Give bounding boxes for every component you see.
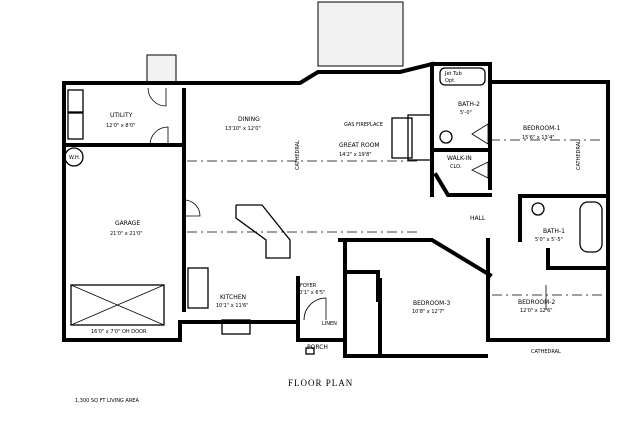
room-labels: UTILITY 12'0" x 8'0" DINING 13'10" x 12'… [69,71,582,355]
jet-tub-sub: Opt. [445,78,456,84]
chimney [317,1,404,67]
utility-label: UTILITY [110,112,133,119]
door-swings [147,87,489,321]
bath1-size: 5'0" x 5'-5" [535,237,563,243]
dining-size: 13'10" x 12'0" [225,126,261,132]
bath2-label: BATH-2 [458,101,480,108]
garage-door-label: 16'0" x 7'0" OH DOOR [91,329,147,335]
utility-size: 12'0" x 8'0" [106,123,135,129]
hall-label: HALL [470,215,486,222]
great-room-label: GREAT ROOM [339,142,380,149]
kitchen-size: 10'1" x 11'6" [216,303,249,309]
garage-label: GARAGE [115,220,140,227]
linen-label: LINEN [322,321,337,327]
bedroom2-label: BEDROOM-2 [518,299,555,306]
bedroom2-size: 12'0" x 12'6" [520,308,553,314]
bath2-size: 5'-0" [460,110,472,116]
plan-title: FLOOR PLAN [288,378,353,388]
fireplace-label: GAS FIREPLACE [344,122,383,128]
water-heater-label: W.H. [69,155,81,161]
bedroom1-label: BEDROOM-1 [523,125,560,132]
kitchen-label: KITCHEN [220,294,246,301]
bedroom1-size: 15'6" x 13'4" [522,135,555,141]
interior-walls [62,62,610,358]
utility-stoop [146,54,177,84]
ceiling-lines [187,139,605,310]
area-note: 1,300 SQ FT LIVING AREA [75,398,139,404]
bedroom3-label: BEDROOM-3 [413,300,450,307]
porch-label: PORCH [307,344,328,351]
jet-tub-label: Jet Tub [444,71,462,77]
walkin-label: WALK-IN [447,155,472,162]
garage-size: 21'0" x 21'0" [110,231,143,237]
bedroom2-ceiling: CATHEDRAL [531,349,561,355]
fixtures [64,67,603,355]
foyer-label: FOYER [300,283,317,289]
dining-ceiling: CATHEDRAL [295,140,301,170]
foyer-size: 10'1" x 6'5" [296,290,325,296]
bath1-label: BATH-1 [543,228,565,235]
dining-label: DINING [238,116,260,123]
walkin-sub: CLO. [450,164,462,170]
bedroom1-ceiling: CATHEDRAL [576,140,582,170]
great-room-size: 14'2" x 19'8" [339,152,372,158]
bedroom3-size: 10'8" x 12'7" [412,309,445,315]
